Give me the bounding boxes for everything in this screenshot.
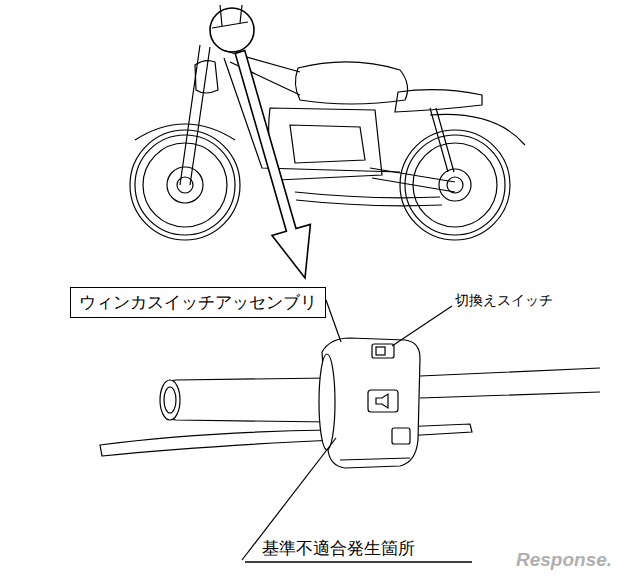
switch-illustration-part	[392, 428, 410, 444]
switch-illustration-part	[162, 378, 330, 422]
label-box: ウィンカスイッチアッセンブリ	[70, 287, 326, 318]
switch-illustration-part	[420, 368, 600, 398]
switch-illustration-part	[376, 394, 388, 408]
leader-lines-part	[392, 306, 452, 346]
motorcycle-drawing-part	[405, 135, 505, 235]
switch-illustration-part	[340, 458, 410, 460]
motorcycle-drawing-part	[143, 143, 227, 227]
switch-illustration-part	[372, 344, 394, 358]
switch-illustration-part	[319, 354, 335, 450]
switch-illustration-part	[368, 390, 398, 412]
motorcycle-drawing-part	[295, 62, 407, 104]
motorcycle-drawing-part	[135, 124, 235, 140]
motorcycle-drawing-part	[269, 108, 382, 180]
motorcycle-drawing-part	[439, 169, 471, 201]
leader-lines-part	[326, 300, 341, 342]
motorcycle-drawing-part	[167, 167, 203, 203]
switch-illustration-part	[322, 338, 420, 468]
pointer-arrow	[235, 51, 310, 278]
nonconformity-location: 基準不適合発生箇所	[262, 537, 415, 560]
switch-illustration	[100, 338, 600, 468]
motorcycle-drawing-part	[290, 125, 365, 163]
part-name: 切換えスイッチ	[455, 292, 553, 310]
switch-illustration-part	[376, 347, 385, 355]
part-name: ウィンカスイッチアッセンブリ	[79, 292, 317, 312]
motorcycle-drawing-part	[295, 192, 442, 206]
motorcycle-drawing-part	[430, 108, 454, 172]
motorcycle-drawing-part	[430, 114, 525, 145]
motorcycle-drawing-part	[395, 90, 482, 112]
switch-illustration-part	[160, 380, 180, 420]
watermark: Response.	[516, 549, 612, 571]
switch-illustration-part	[164, 387, 176, 413]
leader-lines-part	[245, 561, 472, 562]
motorcycle-drawing-part	[413, 143, 497, 227]
motorcycle-drawing-part	[370, 168, 455, 192]
leader-lines	[242, 300, 472, 562]
motorcycle-drawing-part	[210, 8, 254, 52]
motorcycle-drawing	[130, 5, 525, 240]
motorcycle-drawing-part	[195, 61, 218, 93]
